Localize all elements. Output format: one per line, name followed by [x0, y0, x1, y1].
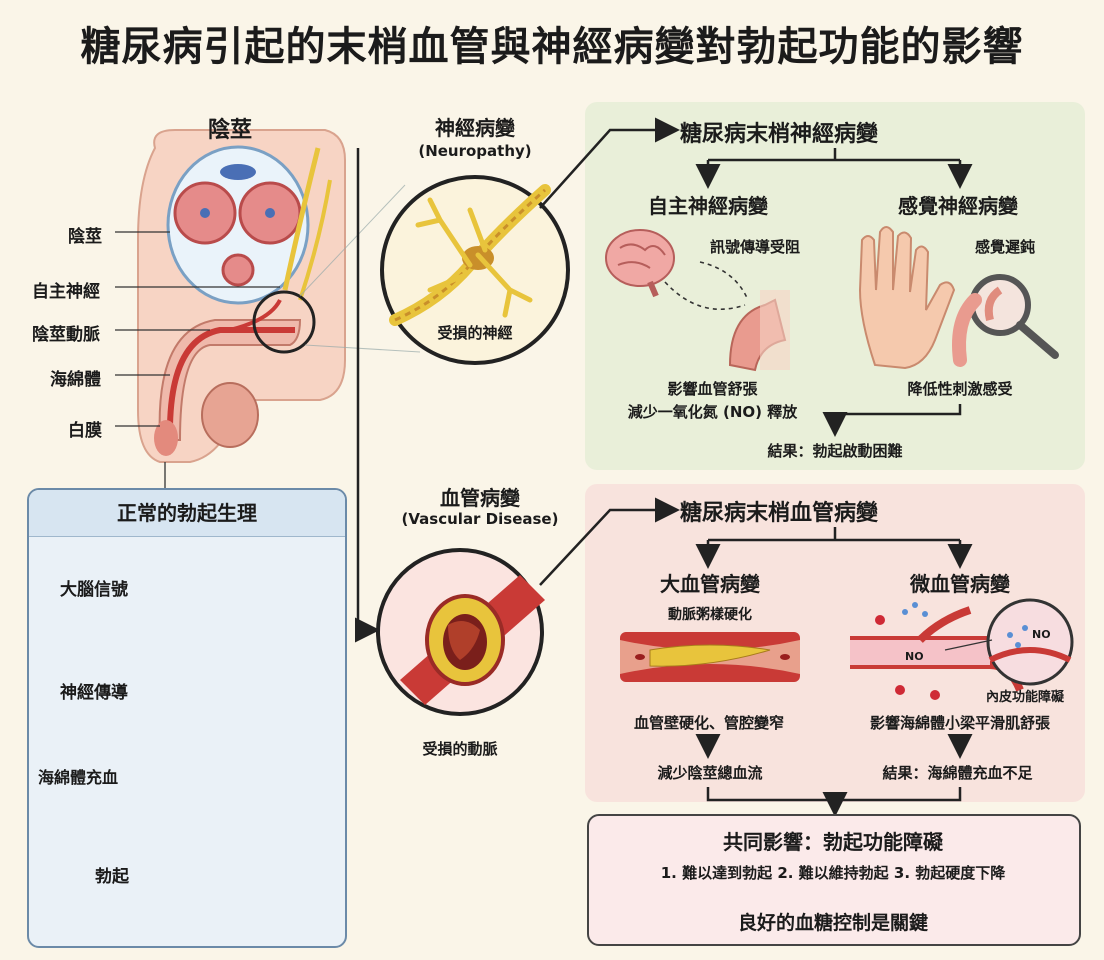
glycemic-control-key: 良好的血糖控制是關鍵	[737, 912, 928, 934]
label-tunica-albuginea: 白膜	[68, 421, 102, 441]
damaged-nerve-caption: 受損的神經	[437, 324, 513, 342]
damaged-nerve-illustration	[380, 175, 570, 365]
normal-physiology-panel: 正常的勃起生理	[27, 488, 347, 948]
step-cavernous-filling: 海綿體充血	[38, 768, 119, 787]
no-label: NO	[905, 650, 924, 663]
anatomy-heading: 陰莖	[207, 118, 252, 143]
penis-cross-section-illustration	[137, 129, 346, 463]
damaged-artery-caption: 受損的動脈	[422, 740, 498, 758]
common-effect-items: 1. 難以達到勃起 2. 難以維持勃起 3. 勃起硬度下降	[660, 864, 1006, 882]
autonomic-effect-line2: 減少一氧化氮 (NO) 釋放	[627, 403, 798, 421]
damaged-artery-illustration	[376, 548, 545, 716]
step-erection: 勃起	[95, 867, 129, 887]
neuropathy-title: 神經病變	[435, 116, 515, 140]
atherosclerosis-illustration	[620, 632, 800, 682]
vascular-connector-arrow	[539, 497, 680, 586]
anatomy-leader-lines	[115, 231, 280, 490]
brain-to-penis-illustration	[605, 229, 790, 372]
micro-vascular-title: 微血管病變	[910, 572, 1010, 596]
common-effect-title: 共同影響：勃起功能障礙	[723, 830, 943, 854]
sensory-neuropathy-title: 感覺神經病變	[898, 194, 1018, 218]
neuropathy-subtitle: (Neuropathy)	[418, 142, 532, 160]
microvascular-illustration	[850, 598, 1074, 700]
neuro-result: 結果：勃起啟動困難	[767, 442, 903, 460]
macro-vascular-title: 大血管病變	[660, 572, 760, 596]
normal-physiology-title: 正常的勃起生理	[29, 490, 345, 537]
signal-blocked-note: 訊號傳導受阻	[709, 238, 800, 256]
vascular-panel-title: 糖尿病末梢血管病變	[680, 501, 879, 526]
vascular-subtitle: (Vascular Disease)	[401, 510, 559, 528]
macro-effect: 血管壁硬化、管腔變窄	[633, 714, 784, 732]
step-brain-signal: 大腦信號	[60, 580, 128, 600]
anatomy-to-artery-arrow	[355, 148, 380, 643]
autonomic-effect-line1: 影響血管舒張	[667, 380, 758, 398]
label-penile-artery: 陰莖動脈	[32, 325, 100, 345]
autonomic-neuropathy-title: 自主神經病變	[648, 194, 768, 218]
hand-and-magnifier-illustration	[858, 226, 1059, 370]
sensory-effect: 降低性刺激感受	[907, 380, 1013, 398]
vascular-title: 血管病變	[440, 486, 520, 510]
zoom-highlight-circle	[252, 290, 316, 354]
no-label-zoom: NO	[1032, 628, 1051, 641]
step-nerve-conduction: 神經傳導	[60, 683, 128, 703]
endothelial-dysfunction-note: 內皮功能障礙	[985, 690, 1064, 705]
label-autonomic-nerve: 自主神經	[32, 282, 100, 302]
label-corpus-cavernosum: 海綿體	[50, 370, 101, 390]
macro-result: 減少陰莖總血流	[657, 764, 763, 782]
sensory-dulled-note: 感覺遲鈍	[974, 238, 1035, 256]
label-penis: 陰莖	[68, 227, 102, 247]
neuro-panel-title: 糖尿病末梢神經病變	[680, 122, 879, 147]
micro-result: 結果：海綿體充血不足	[882, 764, 1033, 782]
neuro-connector-arrow	[539, 117, 680, 209]
atherosclerosis-note: 動脈粥樣硬化	[668, 607, 752, 623]
micro-effect: 影響海綿體小梁平滑肌舒張	[869, 714, 1050, 732]
common-effect-box	[587, 814, 1081, 946]
page-title: 糖尿病引起的末梢血管與神經病變對勃起功能的影響	[80, 24, 1024, 70]
